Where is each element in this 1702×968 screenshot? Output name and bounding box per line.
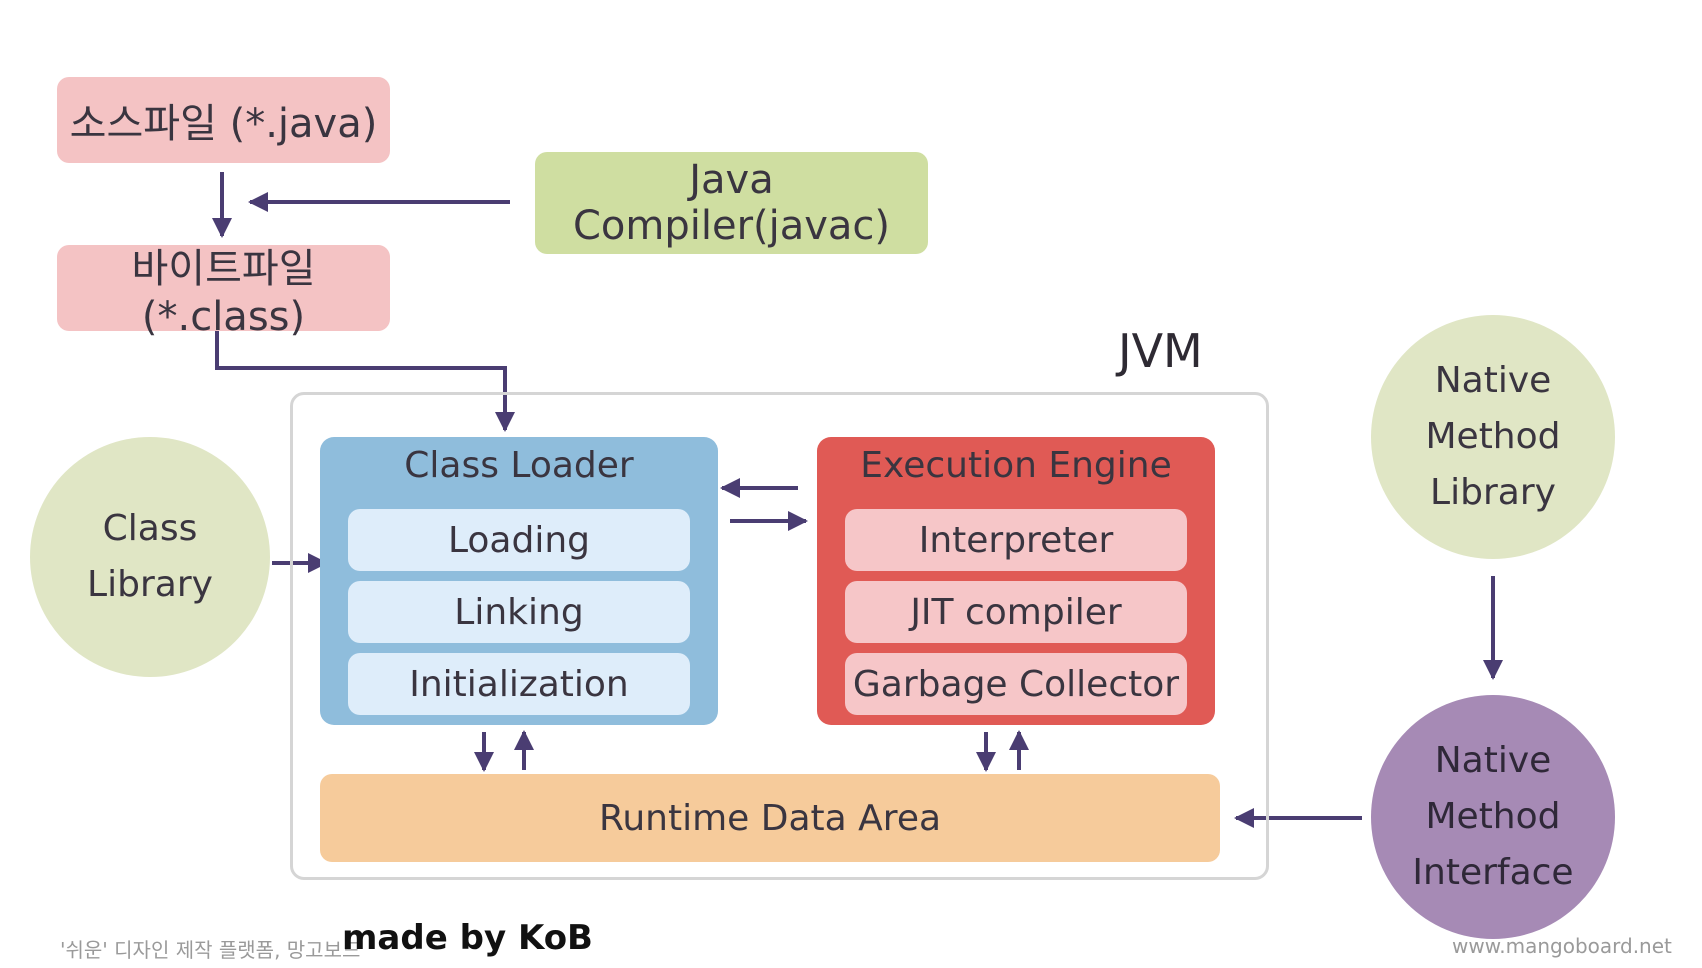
byte-file-label: 바이트파일 (*.class) — [131, 246, 316, 340]
step-label: Initialization — [409, 663, 629, 705]
arrow-bytecode-to-classloader — [215, 330, 515, 432]
platform-note: '쉬운' 디자인 제작 플랫폼, 망고보드 — [60, 938, 361, 962]
execution-engine-panel: Execution Engine Interpreter JIT compile… — [817, 437, 1215, 725]
source-file-label: 소스파일 (*.java) — [69, 101, 378, 147]
execution-engine-title: Execution Engine — [860, 445, 1172, 486]
native-method-library-circle: Native Method Library — [1371, 315, 1615, 559]
native-interface-line-1: Native — [1434, 740, 1552, 781]
jvm-label: JVM — [1118, 324, 1203, 378]
made-by-label: made by KoB — [342, 918, 593, 958]
native-method-interface-circle: Native Method Interface — [1371, 695, 1615, 939]
part-label: Interpreter — [918, 519, 1114, 561]
java-compiler-label: Java Compiler(javac) — [572, 157, 891, 249]
class-library-line-1: Class — [102, 508, 198, 549]
class-loader-step-linking: Linking — [348, 581, 690, 643]
step-label: Linking — [454, 591, 584, 633]
class-loader-step-initialization: Initialization — [348, 653, 690, 715]
byte-file-box: 바이트파일 (*.class) — [57, 245, 390, 340]
runtime-data-area-label: Runtime Data Area — [598, 797, 942, 839]
engine-part-garbage-collector: Garbage Collector — [845, 653, 1187, 715]
class-loader-title: Class Loader — [404, 445, 634, 486]
native-library-line-2: Method — [1425, 416, 1561, 457]
source-file-box: 소스파일 (*.java) — [57, 77, 390, 163]
native-interface-line-2: Method — [1425, 796, 1561, 837]
engine-part-interpreter: Interpreter — [845, 509, 1187, 571]
website-label: www.mangoboard.net — [1452, 934, 1672, 958]
class-loader-step-loading: Loading — [348, 509, 690, 571]
jvm-frame — [290, 392, 1269, 880]
java-compiler-box: Java Compiler(javac) — [535, 152, 928, 254]
engine-part-jit-compiler: JIT compiler — [845, 581, 1187, 643]
native-interface-line-3: Interface — [1412, 852, 1574, 893]
part-label: JIT compiler — [910, 591, 1122, 633]
native-library-line-3: Library — [1430, 472, 1556, 513]
native-library-line-1: Native — [1434, 360, 1552, 401]
part-label: Garbage Collector — [852, 663, 1180, 705]
class-library-circle: Class Library — [30, 437, 270, 677]
class-library-line-2: Library — [87, 564, 213, 605]
runtime-data-area: Runtime Data Area — [320, 774, 1220, 862]
class-loader-panel: Class Loader Loading Linking Initializat… — [320, 437, 718, 725]
step-label: Loading — [447, 519, 591, 561]
